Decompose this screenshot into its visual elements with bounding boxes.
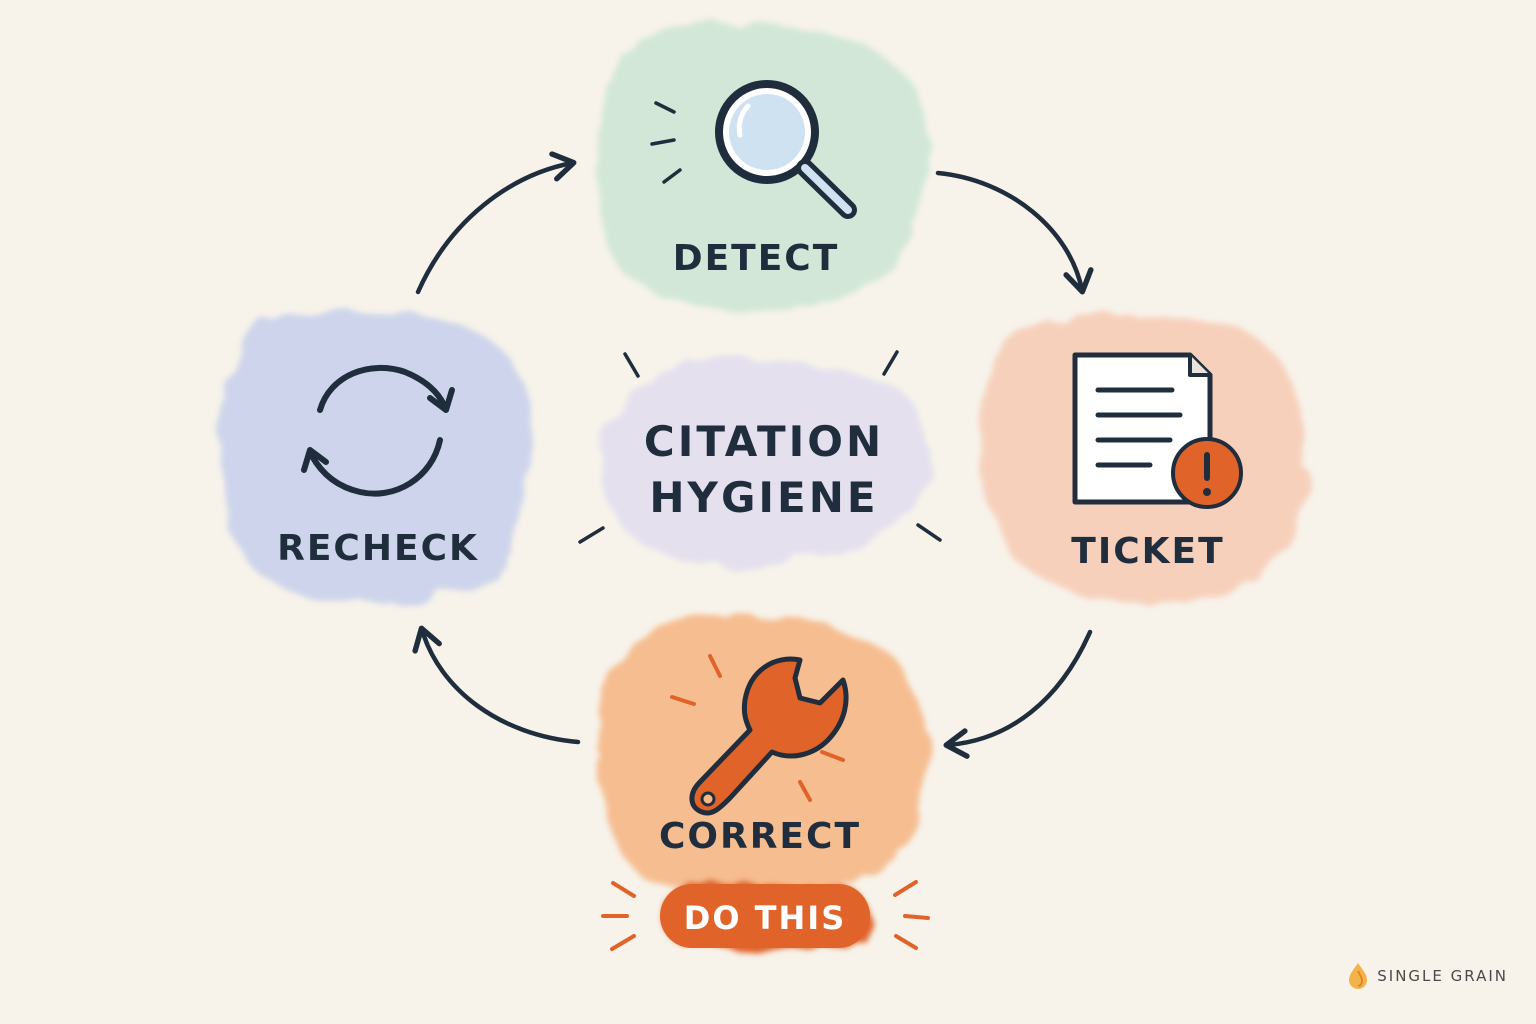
arrow-detect-to-ticket: [935, 170, 1094, 295]
arrow-ticket-to-correct: [943, 629, 1093, 759]
detect-label: DETECT: [673, 238, 840, 279]
center-title-line2: HYGIENE: [649, 473, 878, 522]
grain-drop-icon: [1349, 963, 1368, 989]
brand-logo: SINGLE GRAIN: [1347, 962, 1508, 990]
ticket-label: TICKET: [1071, 531, 1224, 572]
correct-label: CORRECT: [659, 816, 861, 857]
refresh-cycle-icon: [301, 365, 455, 497]
do-this-button[interactable]: DO THIS: [660, 883, 870, 951]
arrow-recheck-to-detect: [415, 151, 577, 295]
magnifying-glass-icon: [650, 80, 857, 219]
cta-emphasis-marks: [601, 880, 930, 951]
recheck-blob: [219, 308, 533, 604]
document-alert-icon: [1072, 352, 1243, 509]
do-this-label: DO THIS: [684, 899, 846, 937]
brand-name: SINGLE GRAIN: [1377, 967, 1508, 985]
center-blob: [602, 358, 930, 567]
center-title-line1: CITATION: [644, 417, 884, 466]
wrench-icon: [670, 654, 849, 816]
center-emphasis-marks: [578, 350, 942, 544]
arrow-correct-to-recheck: [412, 625, 581, 745]
cycle-arrows: [412, 151, 1094, 759]
recheck-label: RECHECK: [277, 528, 479, 569]
